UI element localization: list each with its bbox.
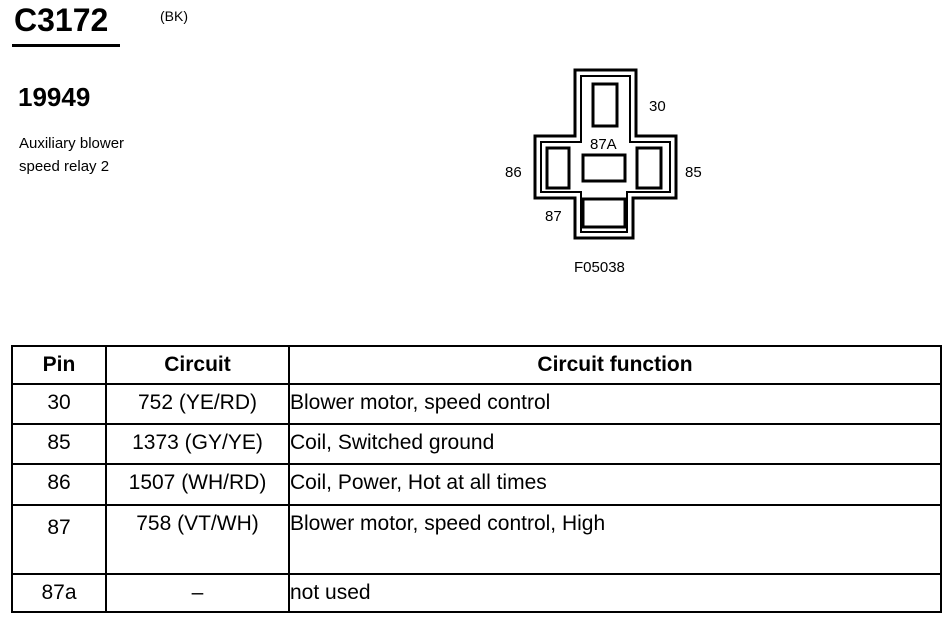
function-cell: Coil, Power, Hot at all times [288,463,942,506]
table-row: 30 752 (YE/RD) Blower motor, speed contr… [11,383,942,425]
function-cell: not used [288,573,942,613]
connector-id-underline [12,44,120,47]
table-row: 86 1507 (WH/RD) Coil, Power, Hot at all … [11,463,942,506]
pin-cell: 87 [11,504,107,575]
circuit-cell: 1507 (WH/RD) [105,463,290,506]
terminal-30 [591,82,619,128]
connector-id: C3172 [14,2,109,38]
pin-cell: 30 [11,383,107,425]
circuit-cell: – [105,573,290,613]
circuit-cell: 1373 (GY/YE) [105,423,290,465]
pin-table: Pin Circuit Circuit function 30 752 (YE/… [11,345,942,613]
table-row: 85 1373 (GY/YE) Coil, Switched ground [11,423,942,465]
connector-outline-inner [540,75,671,233]
pin-label-87: 87 [545,208,562,225]
component-description-line2: speed relay 2 [19,158,110,175]
table-row: 87 758 (VT/WH) Blower motor, speed contr… [11,504,942,575]
function-cell: Blower motor, speed control, High [288,504,942,575]
pin-cell: 87a [11,573,107,613]
terminal-87a [581,153,627,183]
table-header-row: Pin Circuit Circuit function [11,345,942,385]
pin-label-30: 30 [649,98,666,115]
terminal-86 [545,146,571,190]
function-cell: Blower motor, speed control [288,383,942,425]
header-circuit: Circuit [105,345,290,385]
pin-label-87a: 87A [590,136,617,153]
pin-cell: 86 [11,463,107,506]
table-row: 87a – not used [11,573,942,613]
part-number: 19949 [18,82,91,112]
terminal-85 [635,146,663,190]
pin-cell: 85 [11,423,107,465]
function-cell: Coil, Switched ground [288,423,942,465]
pin-label-86: 86 [505,164,522,181]
terminal-87 [581,197,627,229]
connector-outline-outer [533,68,678,240]
pin-label-85: 85 [685,164,702,181]
component-description-line1: Auxiliary blower [19,135,125,152]
relay-connector-diagram: 30 87A 86 85 87 F05038 [505,68,702,276]
circuit-cell: 752 (YE/RD) [105,383,290,425]
connector-color: (BK) [160,8,188,24]
figure-id: F05038 [574,259,625,276]
circuit-cell: 758 (VT/WH) [105,504,290,575]
header-function: Circuit function [288,345,942,385]
header-pin: Pin [11,345,107,385]
